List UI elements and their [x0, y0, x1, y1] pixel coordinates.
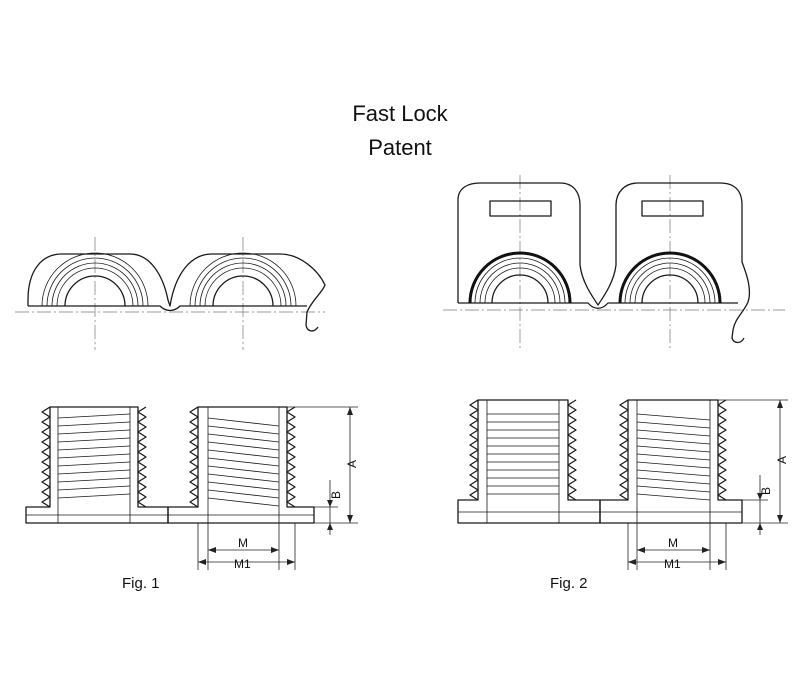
- fig1-caption: Fig. 1: [122, 575, 160, 592]
- fig1-dim-m-label: M: [238, 536, 248, 550]
- fig2-dim-m-label: M: [668, 536, 678, 550]
- fig2-front-view: A B M M1 Fig. 2: [457, 399, 789, 592]
- fig2-top-view: [443, 175, 785, 348]
- fig1-front-view: A B M M1 Fig. 1: [25, 406, 359, 592]
- fig1-dim-a-label: A: [345, 460, 359, 468]
- fig2-dim-b-label: B: [759, 487, 773, 495]
- fig2-dim-m1-label: M1: [664, 557, 681, 571]
- fig2-caption: Fig. 2: [550, 575, 588, 592]
- fig1-top-view: [15, 237, 326, 350]
- fig2-dim-a-label: A: [775, 456, 789, 464]
- fig1-dim-m1-label: M1: [234, 557, 251, 571]
- fig1-dim-b-label: B: [329, 491, 343, 499]
- title-line-fast-lock: Fast Lock: [352, 101, 448, 126]
- title-line-patent: Patent: [368, 135, 432, 160]
